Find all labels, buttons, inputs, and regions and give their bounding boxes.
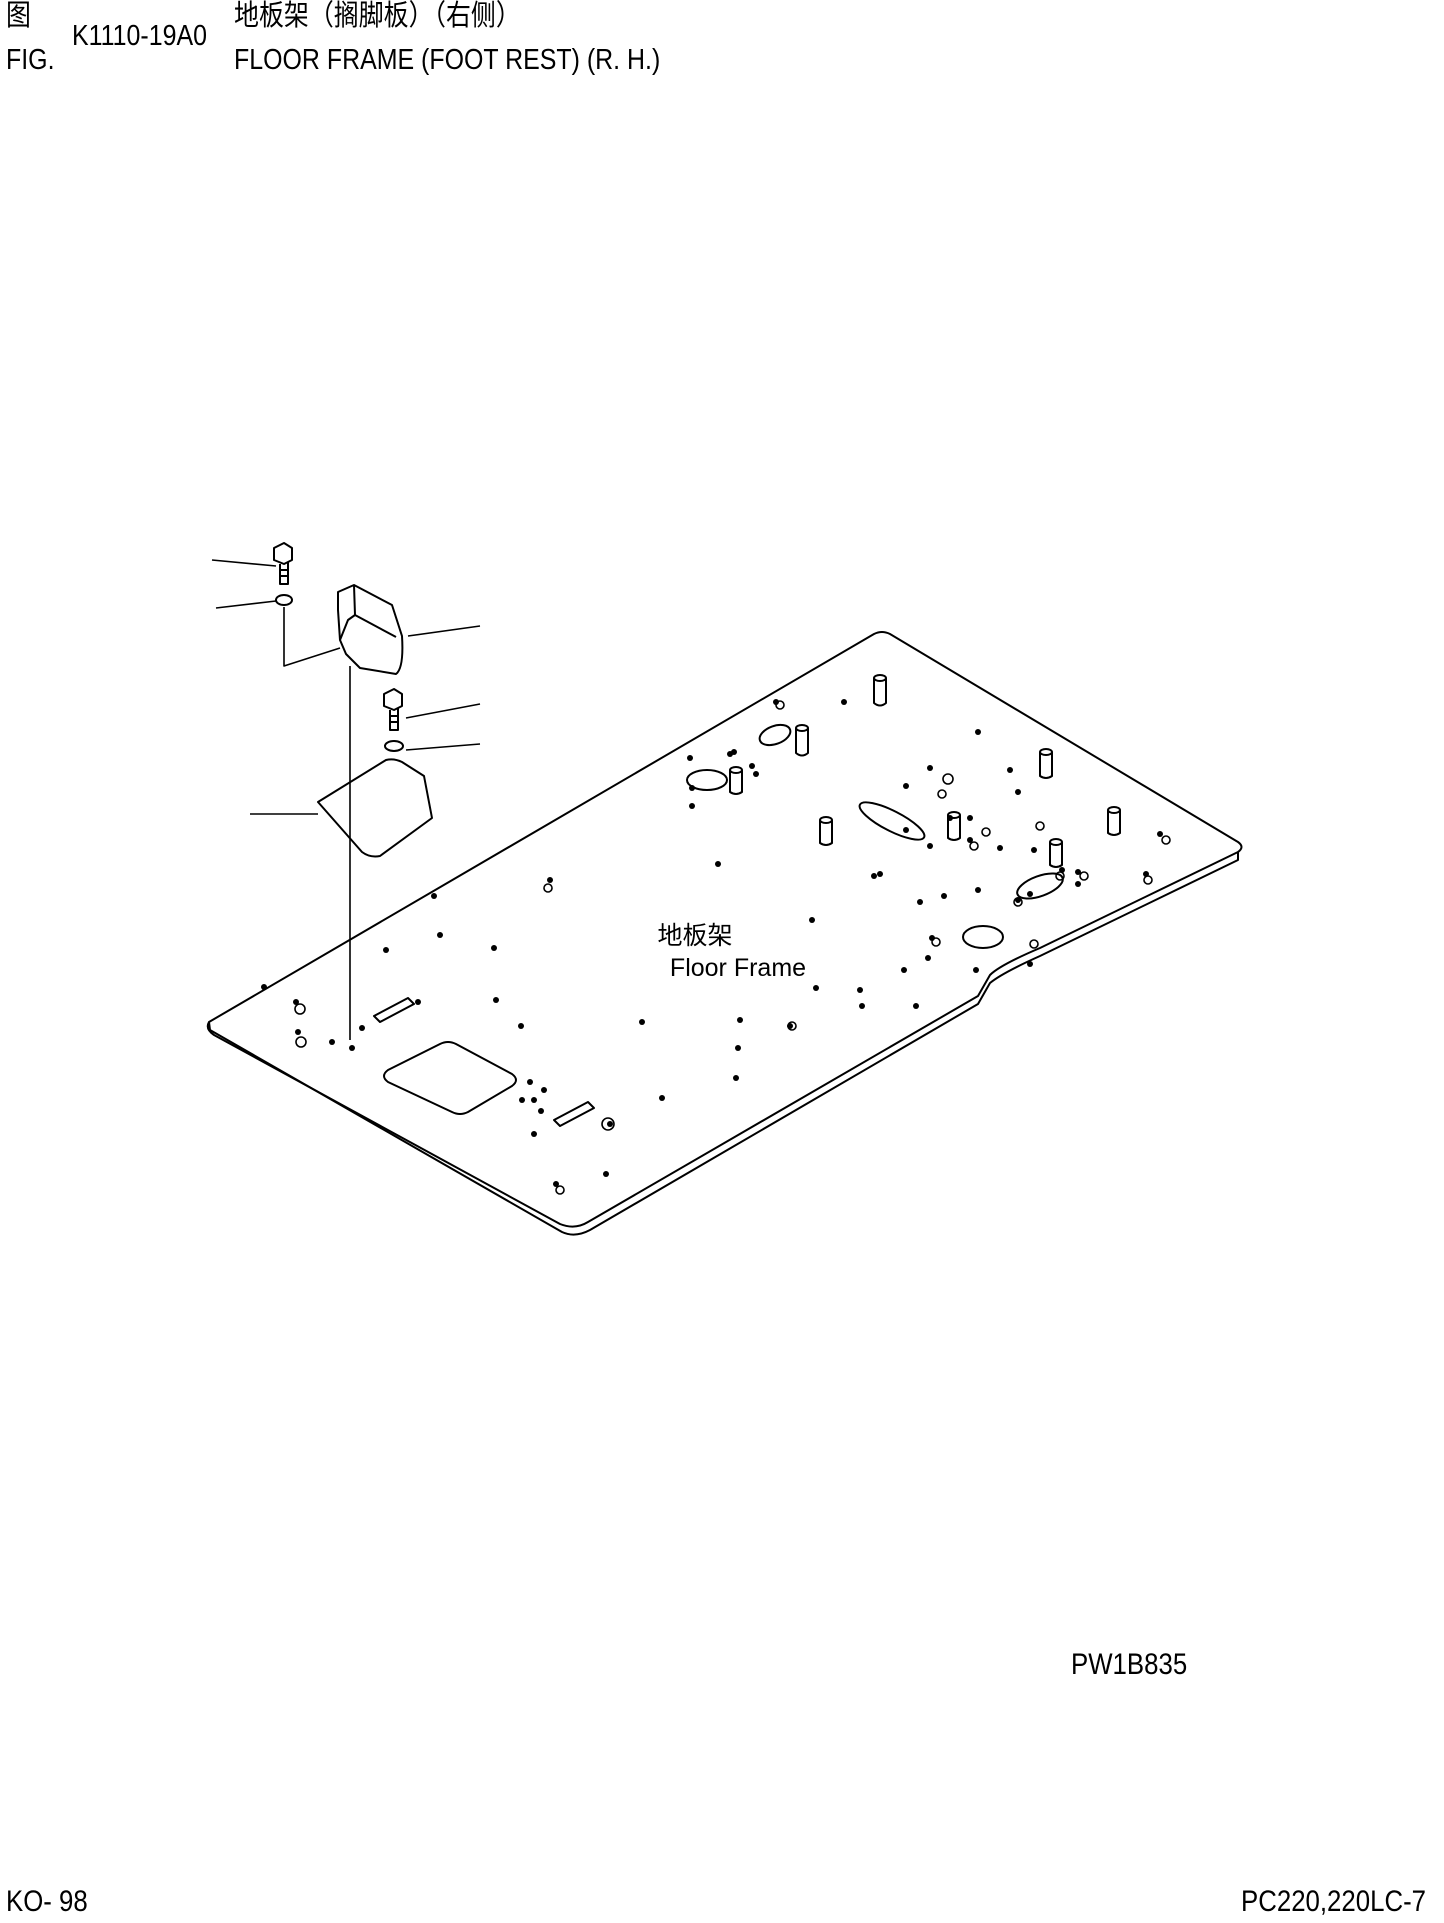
title-en: FLOOR FRAME (FOOT REST) (R. H.) — [234, 44, 661, 76]
title-cn: 地板架（搁脚板）（右侧） — [234, 0, 521, 32]
square-cutout — [383, 1041, 517, 1115]
page-number: KO- 98 — [6, 1885, 88, 1918]
standoff-bosses — [729, 674, 1121, 868]
washer-upper — [275, 594, 293, 606]
washer-lower — [384, 740, 404, 752]
foot-rest-pad — [317, 758, 433, 858]
slot-cutout-1 — [373, 997, 415, 1023]
part-label-cn: 地板架 — [657, 922, 732, 950]
bolt-lower — [383, 688, 403, 731]
fig-label-cn: 图 — [6, 0, 31, 32]
foot-rest-bracket — [337, 584, 404, 675]
floor-frame-plate — [206, 631, 1243, 1228]
round-cutout-2 — [962, 925, 1004, 949]
slot-cutout-4 — [1016, 872, 1064, 900]
fig-label-en: FIG. — [6, 44, 55, 76]
bolt-upper — [273, 542, 293, 585]
drawing-code: PW1B835 — [1071, 1648, 1188, 1681]
round-cutout-1 — [686, 769, 728, 791]
model-name: PC220,220LC-7 — [1241, 1885, 1427, 1918]
fig-number: K1110-19A0 — [72, 20, 207, 52]
part-label-en: Floor Frame — [670, 954, 806, 982]
slot-cutout-2 — [553, 1101, 595, 1127]
leader-lines — [211, 559, 481, 1040]
slot-cutout-3 — [858, 801, 926, 841]
ring-holes — [294, 700, 1171, 1195]
bolt-holes — [261, 699, 1163, 1187]
slot-cutout-5 — [758, 723, 792, 747]
